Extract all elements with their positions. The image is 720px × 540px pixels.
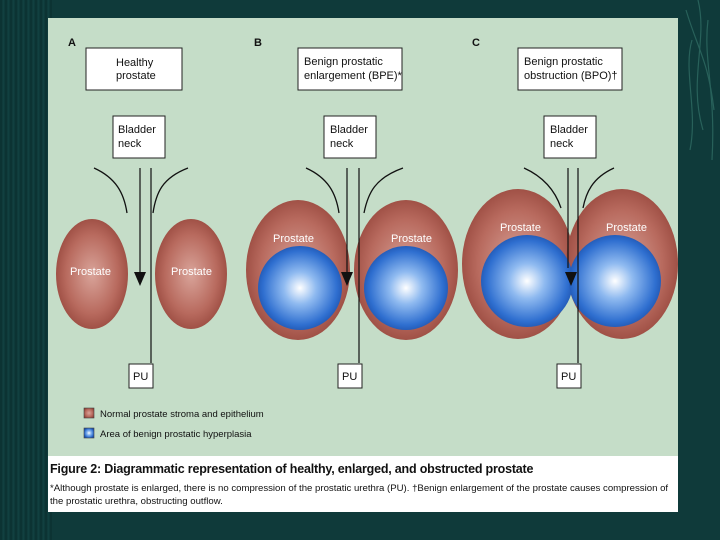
title-box — [85, 47, 183, 91]
bladder-neck-box — [323, 115, 377, 159]
title-line: Healthy — [116, 57, 154, 69]
bladder-wall — [582, 167, 615, 209]
panel-letter: C — [472, 37, 480, 49]
flow-arrow — [341, 272, 353, 286]
prostate-label: Prostate — [171, 266, 212, 278]
prostate-lobe — [56, 219, 128, 329]
hyperplasia-area — [364, 246, 448, 330]
title-line: Benign prostatic — [524, 56, 603, 68]
prostate-label: Prostate — [391, 233, 432, 245]
prostate-label: Prostate — [606, 222, 647, 234]
panel-letter: A — [68, 37, 76, 49]
legend-swatch-hyperplasia — [83, 427, 95, 439]
bladder-wall — [523, 167, 562, 209]
caption-note: *Although prostate is enlarged, there is… — [50, 483, 669, 507]
panel-a: A Healthy prostate Bladder neck Prostate… — [56, 37, 227, 389]
prostate-lobe — [155, 219, 227, 329]
prostate-label: Prostate — [70, 266, 111, 278]
title-line: Benign prostatic — [304, 56, 383, 68]
decorative-foliage — [685, 0, 715, 161]
pu-label: PU — [561, 371, 576, 383]
title-box — [297, 47, 403, 91]
legend-swatch-normal — [83, 407, 95, 419]
figure: A Healthy prostate Bladder neck Prostate… — [48, 18, 678, 512]
bladder-neck-label: neck — [330, 138, 354, 150]
panel-b: B Benign prostatic enlargement (BPE)* Bl… — [246, 37, 458, 389]
bladder-neck-label: neck — [118, 138, 142, 150]
legend-label: Area of benign prostatic hyperplasia — [100, 429, 252, 440]
bladder-neck-label: Bladder — [118, 124, 156, 136]
panel-c: C Benign prostatic obstruction (BPO)† Bl… — [462, 37, 678, 389]
bladder-wall — [363, 167, 404, 214]
caption: Figure 2: Diagrammatic representation of… — [48, 458, 678, 512]
panel-letter: B — [254, 37, 262, 49]
background-stripe — [0, 0, 52, 540]
bladder-neck-box — [543, 115, 597, 159]
bladder-wall — [305, 167, 340, 214]
prostate-diagram: A Healthy prostate Bladder neck Prostate… — [56, 37, 678, 440]
pu-box — [337, 363, 363, 389]
hyperplasia-area — [481, 235, 573, 327]
prostate-label: Prostate — [273, 233, 314, 245]
bladder-neck-box — [112, 115, 166, 159]
pu-label: PU — [133, 371, 148, 383]
hyperplasia-area — [569, 235, 661, 327]
bladder-wall — [93, 167, 128, 214]
caption-title: Figure 2: Diagrammatic representation of… — [50, 462, 534, 476]
bladder-neck-label: Bladder — [330, 124, 368, 136]
prostate-label: Prostate — [500, 222, 541, 234]
pu-label: PU — [342, 371, 357, 383]
bladder-neck-label: neck — [550, 138, 574, 150]
pu-box — [128, 363, 154, 389]
legend: Normal prostate stroma and epithelium Ar… — [83, 407, 264, 440]
pu-box — [556, 363, 582, 389]
flow-arrow — [565, 272, 577, 286]
title-line: enlargement (BPE)* — [304, 70, 403, 82]
flow-arrow — [134, 272, 146, 286]
title-line: prostate — [116, 70, 156, 82]
title-line: obstruction (BPO)† — [524, 70, 618, 82]
bladder-neck-label: Bladder — [550, 124, 588, 136]
bladder-wall — [152, 167, 189, 214]
legend-label: Normal prostate stroma and epithelium — [100, 409, 264, 420]
hyperplasia-area — [258, 246, 342, 330]
title-box — [517, 47, 623, 91]
